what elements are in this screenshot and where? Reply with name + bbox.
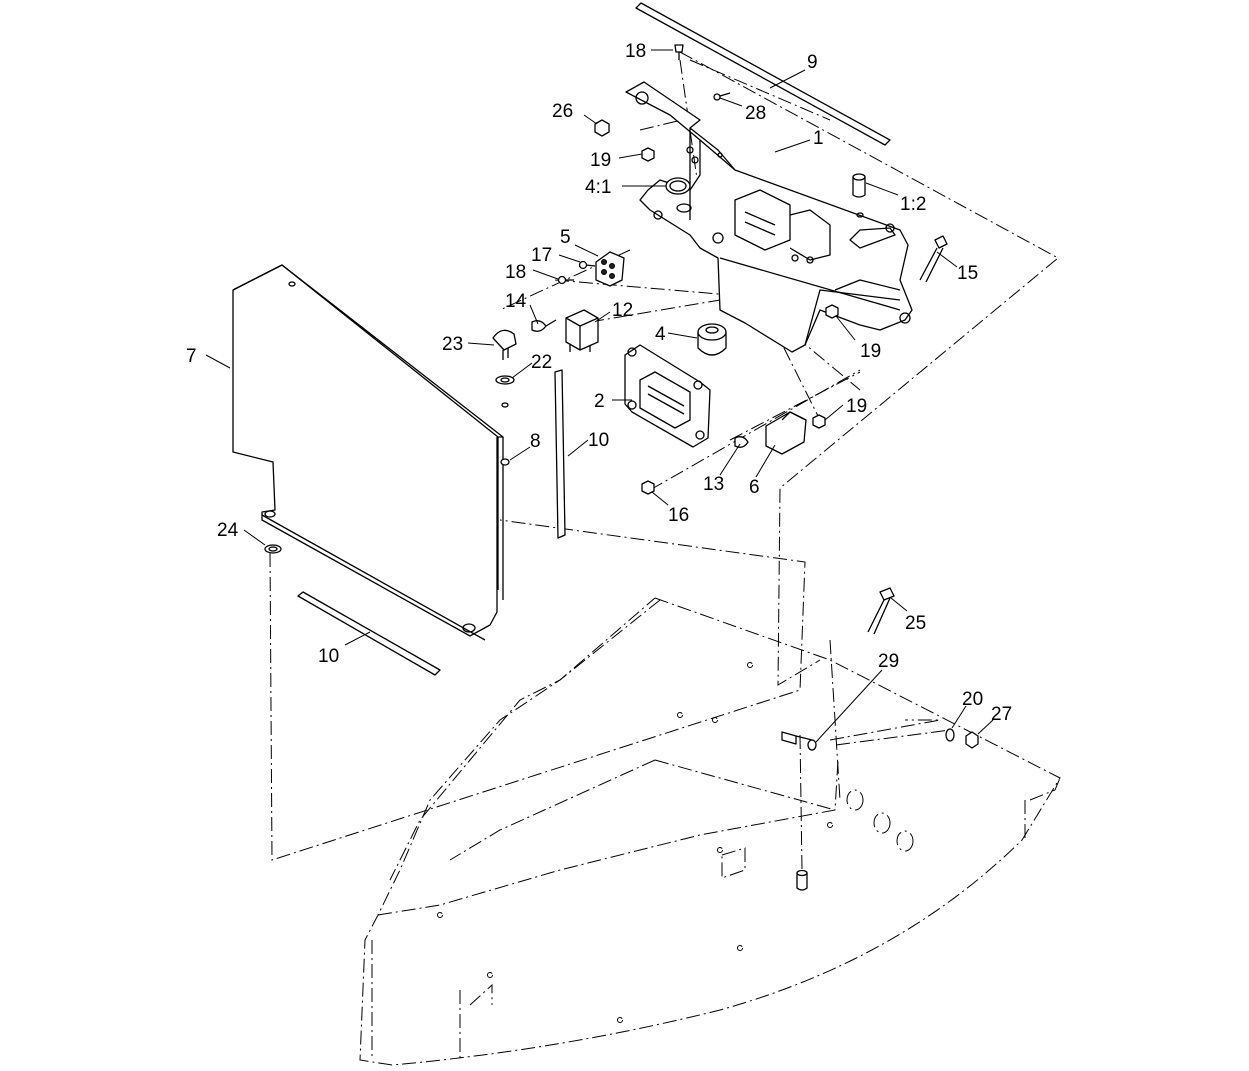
bracket-assembly-1 xyxy=(625,81,913,353)
screw-18-lower xyxy=(557,275,574,285)
washer-22 xyxy=(495,375,515,385)
strip-9 xyxy=(635,2,891,146)
relay-12 xyxy=(565,309,599,352)
screw-28 xyxy=(713,92,731,101)
washer-20 xyxy=(945,728,955,742)
callout-19-upper: 19 xyxy=(590,150,611,171)
callout-1-2: 1:2 xyxy=(900,194,926,215)
callout-6: 6 xyxy=(749,477,760,498)
callout-25: 25 xyxy=(905,613,926,634)
callout-20: 20 xyxy=(962,689,983,710)
controller-2 xyxy=(624,344,711,448)
nut-26 xyxy=(594,119,610,137)
strip-10-bottom xyxy=(297,591,441,676)
washer-24 xyxy=(264,544,282,554)
callout-22: 22 xyxy=(531,352,552,373)
spacer-29 xyxy=(781,731,817,751)
callout-17: 17 xyxy=(531,245,552,266)
module-6 xyxy=(765,411,807,455)
callout-24: 24 xyxy=(217,520,239,541)
callout-9: 9 xyxy=(807,52,818,73)
callout-16: 16 xyxy=(668,505,689,526)
callout-4: 4 xyxy=(655,324,666,345)
chassis-phantom xyxy=(359,597,1061,1066)
callout-7: 7 xyxy=(186,346,197,367)
callout-10-lower: 10 xyxy=(318,646,339,667)
nut-19-lower xyxy=(812,414,826,429)
bushing-1-2 xyxy=(852,173,866,218)
pin-13 xyxy=(734,436,749,448)
callout-27: 27 xyxy=(991,704,1012,725)
nut-19-upper xyxy=(641,147,655,162)
alarm-4 xyxy=(697,323,727,356)
bolt-15 xyxy=(919,235,948,283)
grommet-4-1 xyxy=(665,177,692,213)
callout-5: 5 xyxy=(560,227,571,248)
nut-16 xyxy=(641,480,655,495)
callout-15: 15 xyxy=(957,263,978,284)
callout-13: 13 xyxy=(703,474,724,495)
stud-lower xyxy=(796,869,808,891)
strip-10-vertical xyxy=(554,369,566,539)
knob-23 xyxy=(492,329,517,360)
cover-panel-7 xyxy=(232,264,509,641)
screw-18-upper xyxy=(674,44,684,60)
callout-14: 14 xyxy=(505,291,527,312)
nut-27 xyxy=(965,731,979,749)
callout-12: 12 xyxy=(612,300,633,321)
callout-1: 1 xyxy=(813,128,824,149)
leader-lines xyxy=(205,49,994,743)
callout-23: 23 xyxy=(442,334,463,355)
callout-28: 28 xyxy=(745,103,766,124)
pin-14 xyxy=(531,319,557,332)
callout-labels: 18 9 26 28 1 19 4:1 1:2 5 17 18 15 14 12… xyxy=(186,41,1012,725)
callout-26: 26 xyxy=(552,101,573,122)
callout-8: 8 xyxy=(530,431,541,452)
callout-18-top: 18 xyxy=(625,41,646,62)
callout-18-lower: 18 xyxy=(505,262,526,283)
callout-4-1: 4:1 xyxy=(585,177,611,198)
terminal-block-5 xyxy=(595,251,625,287)
callout-10-upper: 10 xyxy=(588,430,609,451)
callout-19-lower: 19 xyxy=(846,396,867,417)
nut-8 xyxy=(500,458,510,466)
callout-19-right: 19 xyxy=(860,341,881,362)
screw-17 xyxy=(578,260,596,270)
nut-19-right xyxy=(825,304,839,319)
bolt-25 xyxy=(867,587,895,635)
callout-2: 2 xyxy=(594,391,605,412)
callout-29: 29 xyxy=(878,651,899,672)
